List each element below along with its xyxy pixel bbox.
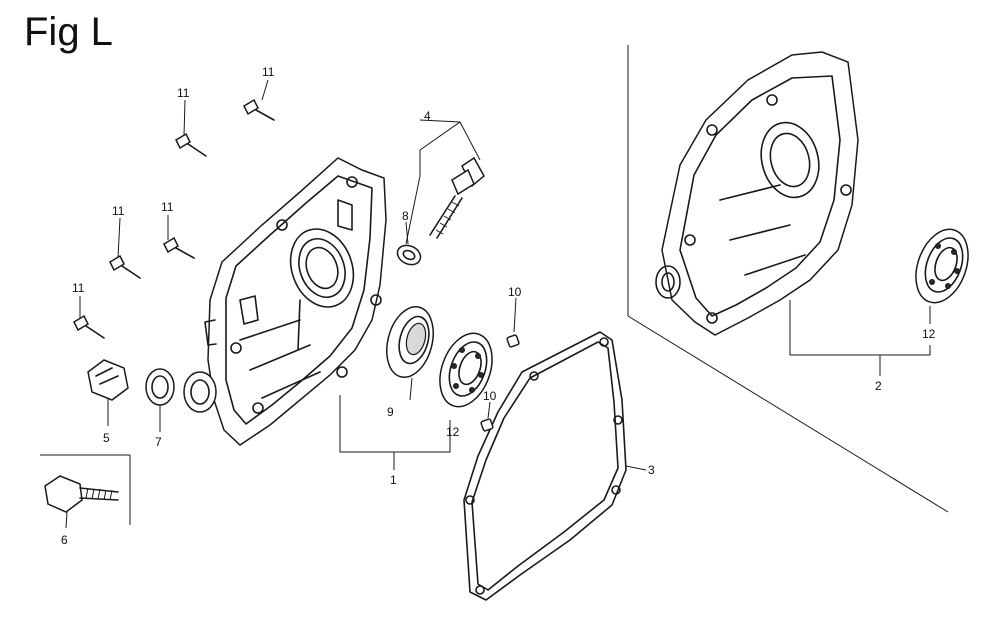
- label-part-10: 10: [483, 389, 497, 403]
- bearing: [439, 332, 493, 408]
- label-part-3: 3: [648, 463, 655, 477]
- label-part-11: 11: [112, 204, 125, 218]
- part-labels: 11 11 11 11 11 4 8 10 10 9 12 1 3 5 7 6 …: [61, 65, 936, 547]
- label-part-11: 11: [161, 200, 174, 214]
- crankcase-cover: [204, 157, 387, 446]
- o-ring: [396, 244, 422, 266]
- bolt: [109, 254, 141, 279]
- dowel-pin: [506, 334, 520, 348]
- label-part-6: 6: [61, 533, 68, 547]
- label-part-12: 12: [922, 327, 936, 341]
- gasket: [463, 331, 627, 601]
- oil-filler-cap: [87, 359, 129, 401]
- label-part-10: 10: [508, 285, 522, 299]
- label-part-7: 7: [155, 435, 162, 449]
- label-part-11: 11: [72, 281, 85, 295]
- leader-lines: [65, 79, 931, 529]
- label-part-11: 11: [177, 86, 190, 100]
- washer: [145, 368, 175, 406]
- dowel-pin-lower: [480, 418, 494, 432]
- bearing-alt: [915, 228, 969, 304]
- label-part-5: 5: [103, 431, 110, 445]
- label-part-1: 1: [390, 473, 397, 487]
- bolt: [163, 236, 195, 259]
- bolt: [243, 98, 275, 121]
- label-part-9: 9: [387, 405, 394, 419]
- label-part-12: 12: [446, 425, 460, 439]
- part-6-boundary: [40, 454, 131, 525]
- bolt: [175, 132, 207, 157]
- label-part-8: 8: [402, 209, 409, 223]
- oil-level-gauge: [429, 156, 485, 239]
- variant-boundary: [627, 45, 949, 513]
- drain-seal: [183, 371, 217, 413]
- label-part-11: 11: [262, 65, 275, 79]
- label-part-4: 4: [424, 109, 431, 123]
- label-part-2: 2: [875, 379, 882, 393]
- figure-title: Fig L: [24, 10, 113, 54]
- oil-seal: [386, 306, 434, 378]
- drain-plug: [44, 475, 119, 513]
- crankcase-cover-alt: [655, 51, 859, 336]
- bolt: [73, 314, 105, 339]
